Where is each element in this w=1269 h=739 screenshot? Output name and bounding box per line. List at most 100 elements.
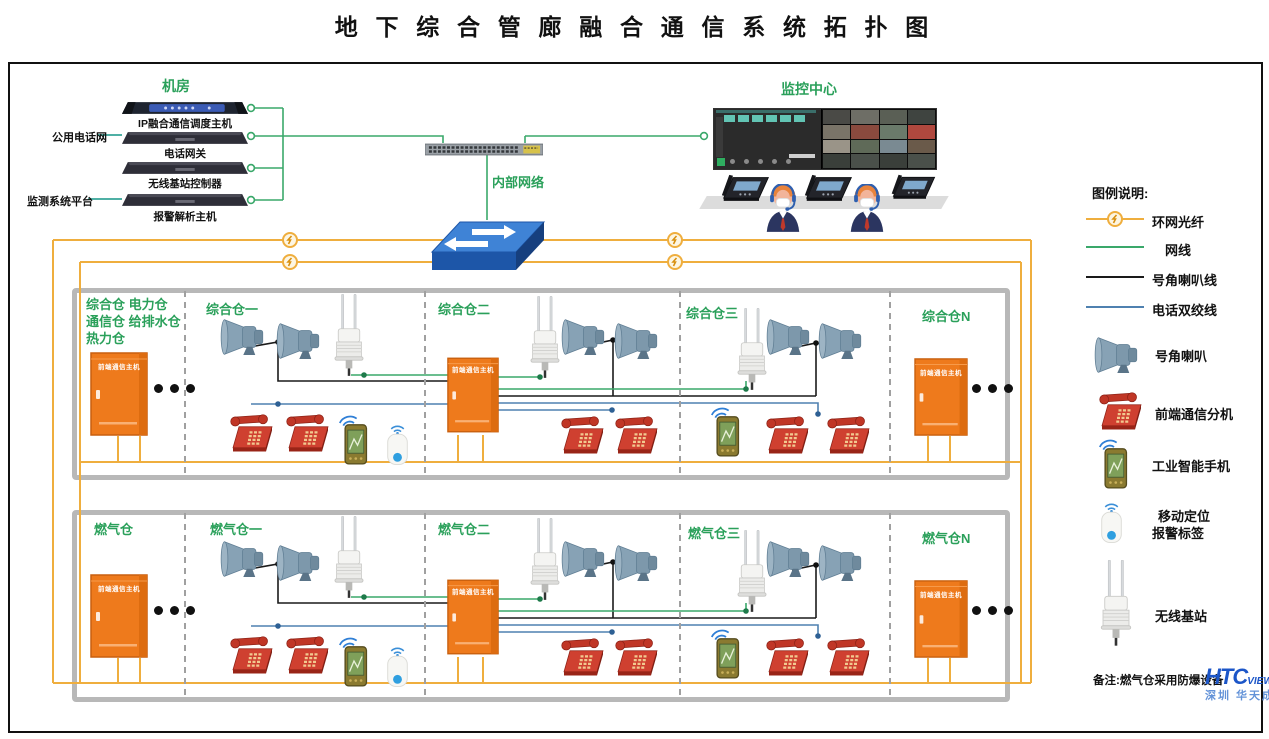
section-separators [184,291,891,700]
base-station-icon [331,516,367,602]
row1-section0-label: 综合仓 电力仓 通信仓 给排水仓 热力仓 [86,297,181,346]
row1-section4-label: 综合仓N [922,309,971,324]
rack-switch-icon [425,143,543,156]
horn-speaker-icon [220,538,268,580]
intercom-phone-icon [1096,388,1144,432]
intercom-phone-icon [227,410,275,454]
base-station-icon [1098,560,1134,650]
alarm-tag-icon [384,420,411,468]
legend-heading: 图例说明: [1092,186,1149,201]
vendor-logo-text: HTC [1205,664,1248,689]
monitor-center-label: 监控中心 [781,81,837,97]
intercom-phone-icon [283,410,331,454]
intercom-phone-icon [283,632,331,676]
legend-splice-icon [1107,211,1123,227]
row2-section4-label: 燃气仓N [922,531,971,546]
base-station-icon [734,530,770,616]
network-connectors [246,103,709,205]
row1-section2-label: 综合仓二 [438,302,491,317]
legend-horn-label: 号角喇叭 [1155,349,1208,364]
industrial-smartphone-icon [710,404,742,458]
monitoring-platform-label: 监测系统平台 [27,196,93,208]
phone-gateway-label: 电话网关 [164,148,206,160]
ellipsis-dots [154,384,195,393]
industrial-smartphone-icon [338,634,370,688]
row1-section1-label: 综合仓一 [206,302,259,317]
intercom-phone-icon [612,634,660,678]
diagram-border [8,62,1263,733]
base-station-icon [527,296,563,382]
cctv-grid-screen [822,109,936,169]
row2-section0-label: 燃气仓 [94,522,134,537]
intercom-phone-icon [558,412,606,456]
industrial-smartphone-icon [338,412,370,466]
front-end-host-cabinet: 前端通信主机 [447,355,499,435]
operator-icon [762,184,804,232]
horn-speaker-icon [614,542,662,584]
note-text: 备注:燃气仓采用防爆设备 [1093,675,1224,687]
front-end-host-cabinet: 前端通信主机 [914,358,968,436]
legend-hornline-label: 号角喇叭线 [1152,273,1218,288]
intercom-phone-icon [824,412,872,456]
external-links [88,134,122,200]
horn-speaker-icon [614,320,662,362]
legend-tag-label-line2: 报警标签 [1152,526,1205,541]
network-cables [254,107,700,220]
ellipsis-dots [154,606,195,615]
base-station-icon [331,294,367,380]
vendor-logo: HTCVIEW 深圳 华天成 [1205,664,1269,703]
public-phone-net-label: 公用电话网 [52,132,107,144]
alarm-server-icon [122,192,248,208]
ellipsis-dots [972,384,1013,393]
horn-speaker-icon [818,542,866,584]
intercom-phone-icon [227,632,275,676]
dispatch-server-label: IP融合通信调度主机 [138,118,232,130]
intercom-phone-icon [763,412,811,456]
fiber-ring-lines [52,239,1032,684]
phone-gateway-icon [122,130,248,146]
intercom-phone-icon [763,634,811,678]
core-switch-icon [430,221,546,270]
intercom-phone-icon [558,634,606,678]
row2-section1-label: 燃气仓一 [210,522,263,537]
base-station-controller-label: 无线基站控制器 [148,178,222,190]
row1-section3-label: 综合仓三 [686,306,739,321]
horn-speaker-icon [561,538,609,580]
vendor-logo-subtitle: 深圳 华天成 [1205,690,1269,702]
legend-smartphone-label: 工业智能手机 [1152,459,1231,474]
row2-section2-label: 燃气仓二 [438,522,491,537]
front-end-host-cabinet: 前端通信主机 [90,352,148,436]
horn-speaker-icon [220,316,268,358]
dispatch-server-icon [122,100,248,116]
legend-fiber-label: 环网光纤 [1152,215,1205,230]
horn-speaker-icon [276,320,324,362]
base-station-icon [527,518,563,604]
intercom-phone-icon [824,634,872,678]
intercom-phone-icon [612,412,660,456]
industrial-smartphone-icon [710,626,742,680]
front-end-host-cabinet: 前端通信主机 [90,574,148,658]
legend-line-samples [1086,218,1144,308]
horn-speaker-icon [276,542,324,584]
horn-speaker-icon [766,316,814,358]
row2-section3-label: 燃气仓三 [688,526,741,541]
legend-tag-label-line1: 移动定位 [1158,509,1211,524]
front-end-host-cabinet: 前端通信主机 [447,577,499,657]
industrial-smartphone-icon [1098,436,1130,490]
front-end-host-cabinet: 前端通信主机 [914,580,968,658]
base-station-controller-icon [122,160,248,176]
internal-network-label: 内部网络 [492,175,545,190]
page-title: 地 下 综 合 管 廊 融 合 通 信 系 统 拓 扑 图 [334,15,935,40]
dispatch-console-screen [714,109,822,169]
alarm-tag-icon [1098,498,1125,546]
legend-basestation-label: 无线基站 [1155,609,1208,624]
legend-netcable-label: 网线 [1165,243,1192,258]
base-station-icon [734,308,770,394]
horn-speaker-icon [818,320,866,362]
legend-phoneline-label: 电话双绞线 [1152,303,1218,318]
alarm-server-label: 报警解析主机 [153,211,217,223]
legend-intercom-label: 前端通信分机 [1155,407,1234,422]
horn-speaker-icon [766,538,814,580]
